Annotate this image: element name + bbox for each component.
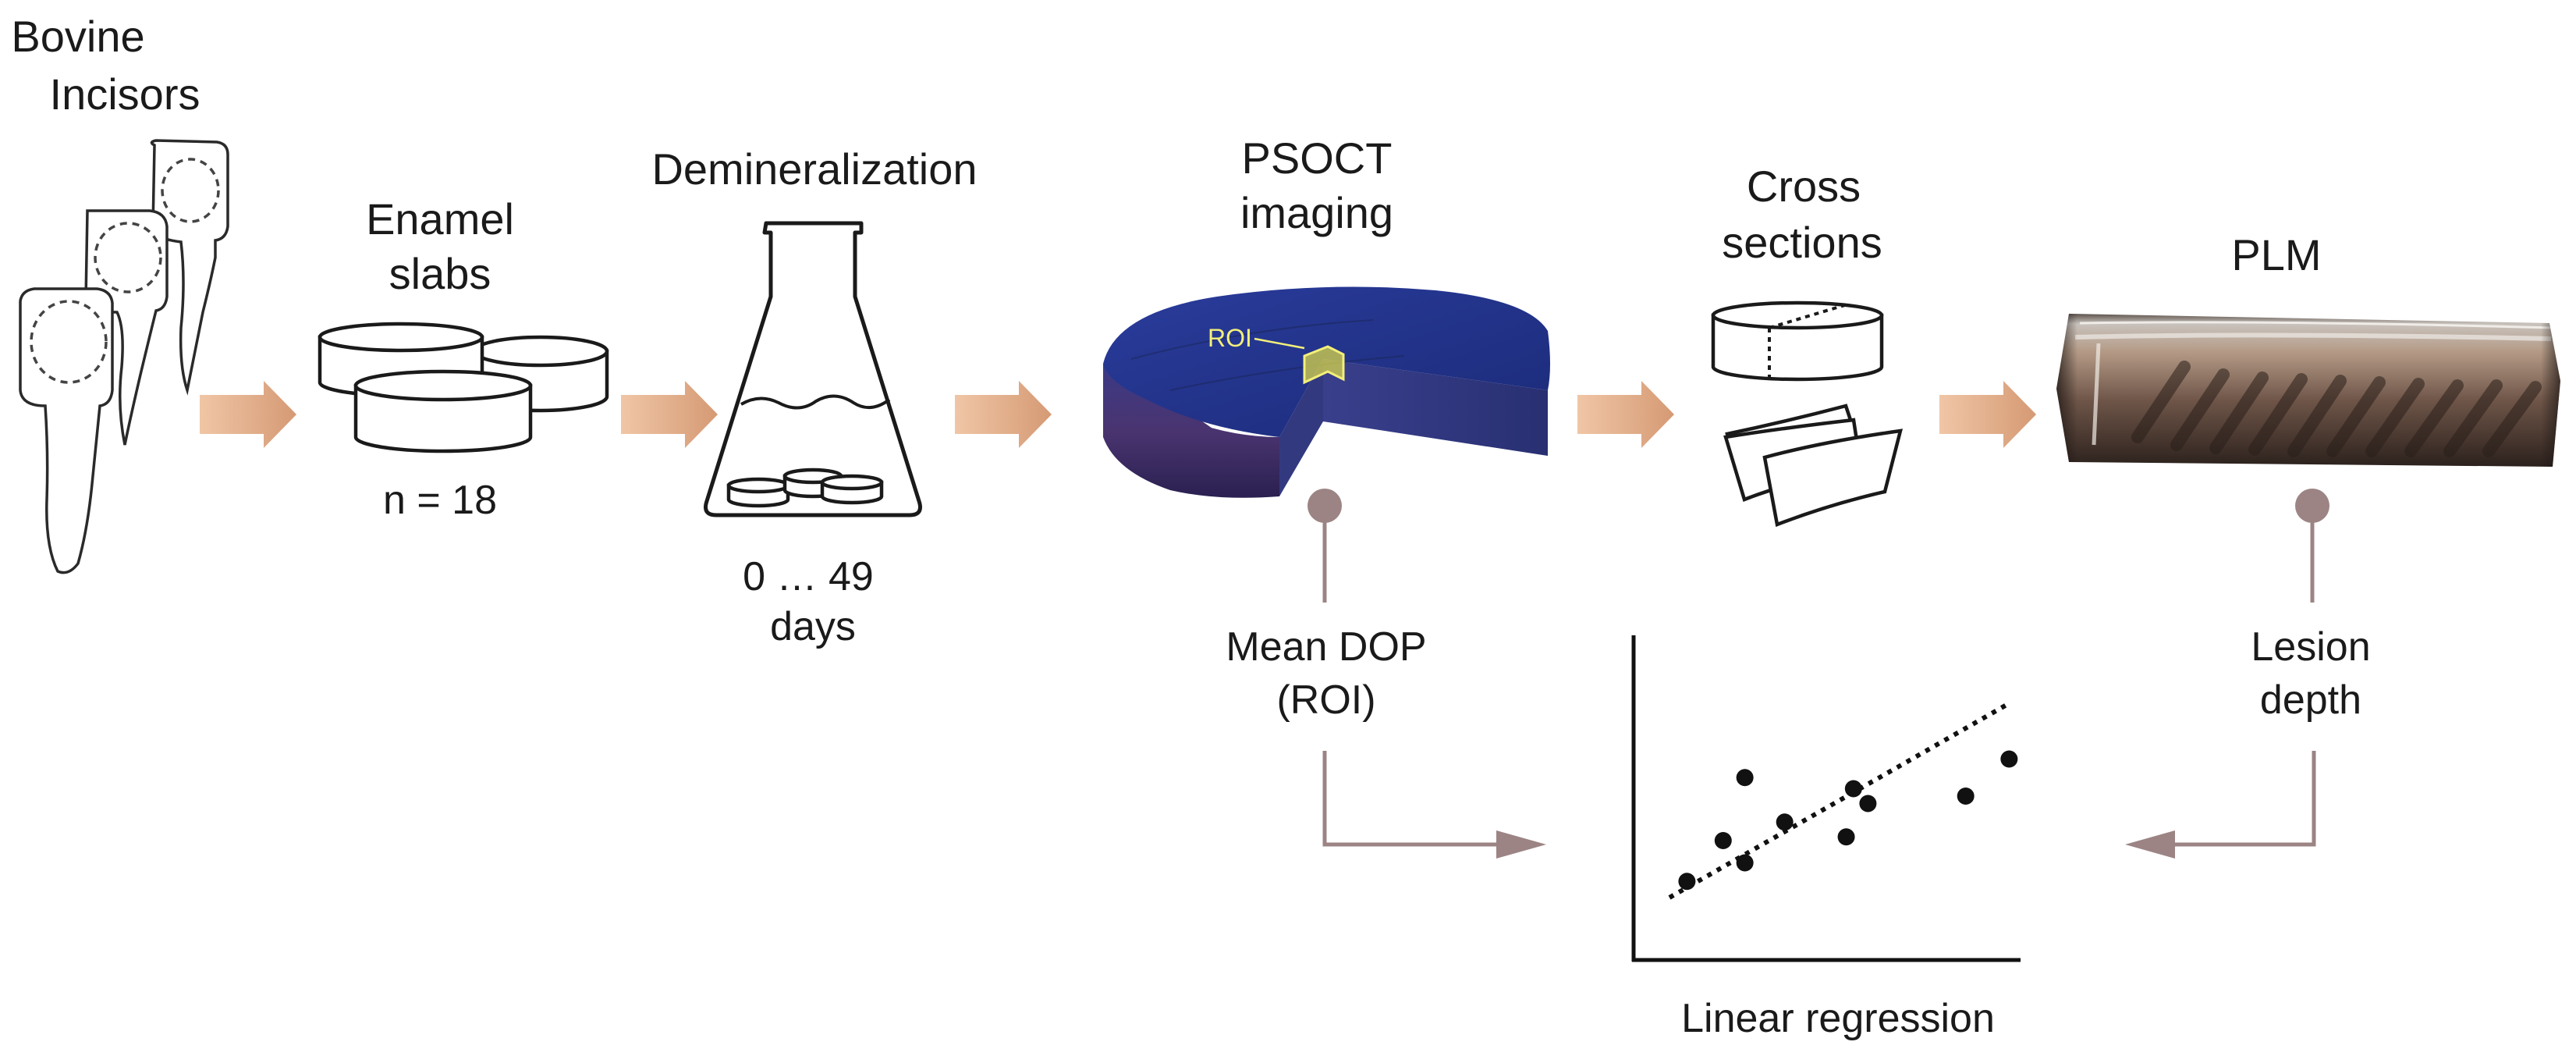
- flow-arrow-5: [1939, 381, 2036, 448]
- psoct-sample-image: ROI: [1103, 286, 1550, 498]
- incisors-title-line1: Bovine: [11, 12, 144, 61]
- tooth-middle-icon: [84, 209, 169, 446]
- mean-dop-label-line2: (ROI): [1276, 677, 1375, 723]
- scatter-point-4: [1736, 854, 1754, 872]
- psoct-title-line1: PSOCT: [1242, 133, 1393, 183]
- regression-chart: Linear regression: [1631, 635, 2021, 1041]
- flow-arrow-2: [621, 381, 718, 448]
- slabs-title-line2: slabs: [389, 249, 491, 298]
- flask-slab-1-icon: [726, 477, 790, 508]
- roi-label: ROI: [1208, 324, 1252, 352]
- lesion-to-regression-arrow: [2125, 751, 2316, 859]
- step-plm: PLM Lesion depth: [2056, 230, 2560, 859]
- psoct-title-line2: imaging: [1240, 188, 1393, 237]
- flow-arrow-1: [200, 381, 296, 448]
- slab-count: n = 18: [383, 478, 497, 523]
- slab-back-right-icon: [472, 335, 609, 413]
- scatter-point-3: [1736, 769, 1754, 787]
- step-psoct-imaging: PSOCT imaging ROI Mean DOP (ROI): [1103, 133, 1550, 859]
- x-axis-label: Linear regression: [1681, 996, 1995, 1041]
- scatter-point-6: [1844, 780, 1862, 798]
- step-demineralization: Demineralization 0 … 49 days: [651, 144, 977, 649]
- scatter-points: [1678, 750, 2018, 891]
- tooth-back-icon: [150, 139, 229, 396]
- scatter-point-10: [2000, 750, 2018, 768]
- cross-title-line1: Cross: [1747, 162, 1861, 211]
- scatter-point-1: [1678, 873, 1696, 891]
- flask-slab-3-icon: [820, 474, 884, 505]
- plm-image: [2056, 314, 2560, 467]
- slab-front-icon: [353, 369, 533, 453]
- lesion-depth-label-line1: Lesion: [2251, 624, 2370, 670]
- step-enamel-slabs: Enamel slabs n = 18: [318, 194, 609, 523]
- step-cross-sections: Cross sections: [1711, 162, 1904, 528]
- flow-arrow-4: [1577, 381, 1674, 448]
- incisors-title-line2: Incisors: [50, 69, 200, 119]
- cylinder-slab-icon: [1711, 300, 1884, 382]
- plm-title: PLM: [2231, 230, 2321, 279]
- dop-connector: [1308, 489, 1342, 603]
- scatter-point-8: [1859, 795, 1877, 812]
- dop-to-regression-arrow: [1322, 751, 1546, 859]
- roi-leader-line: [1254, 337, 1305, 350]
- demineralization-range: 0 … 49: [743, 554, 874, 599]
- lesion-depth-label-line2: depth: [2260, 677, 2361, 723]
- scatter-point-5: [1776, 813, 1794, 831]
- scatter-point-2: [1714, 832, 1732, 849]
- tooth-front-icon: [19, 287, 114, 574]
- demineralization-unit: days: [770, 604, 856, 649]
- demineralization-title: Demineralization: [651, 144, 977, 194]
- roi-marker: [1303, 345, 1345, 385]
- erlenmeyer-flask-icon: [704, 221, 922, 517]
- slabs-title-line1: Enamel: [366, 194, 514, 244]
- section-slices-icon: [1723, 404, 1904, 528]
- regression-line: [1668, 702, 2010, 900]
- scatter-point-9: [1957, 788, 1975, 805]
- scatter-point-7: [1837, 828, 1855, 846]
- lesion-connector: [2295, 489, 2329, 603]
- step-bovine-incisors: Bovine Incisors: [11, 12, 229, 574]
- cross-title-line2: sections: [1722, 218, 1882, 267]
- flow-arrow-3: [955, 381, 1052, 448]
- mean-dop-label-line1: Mean DOP: [1226, 624, 1426, 670]
